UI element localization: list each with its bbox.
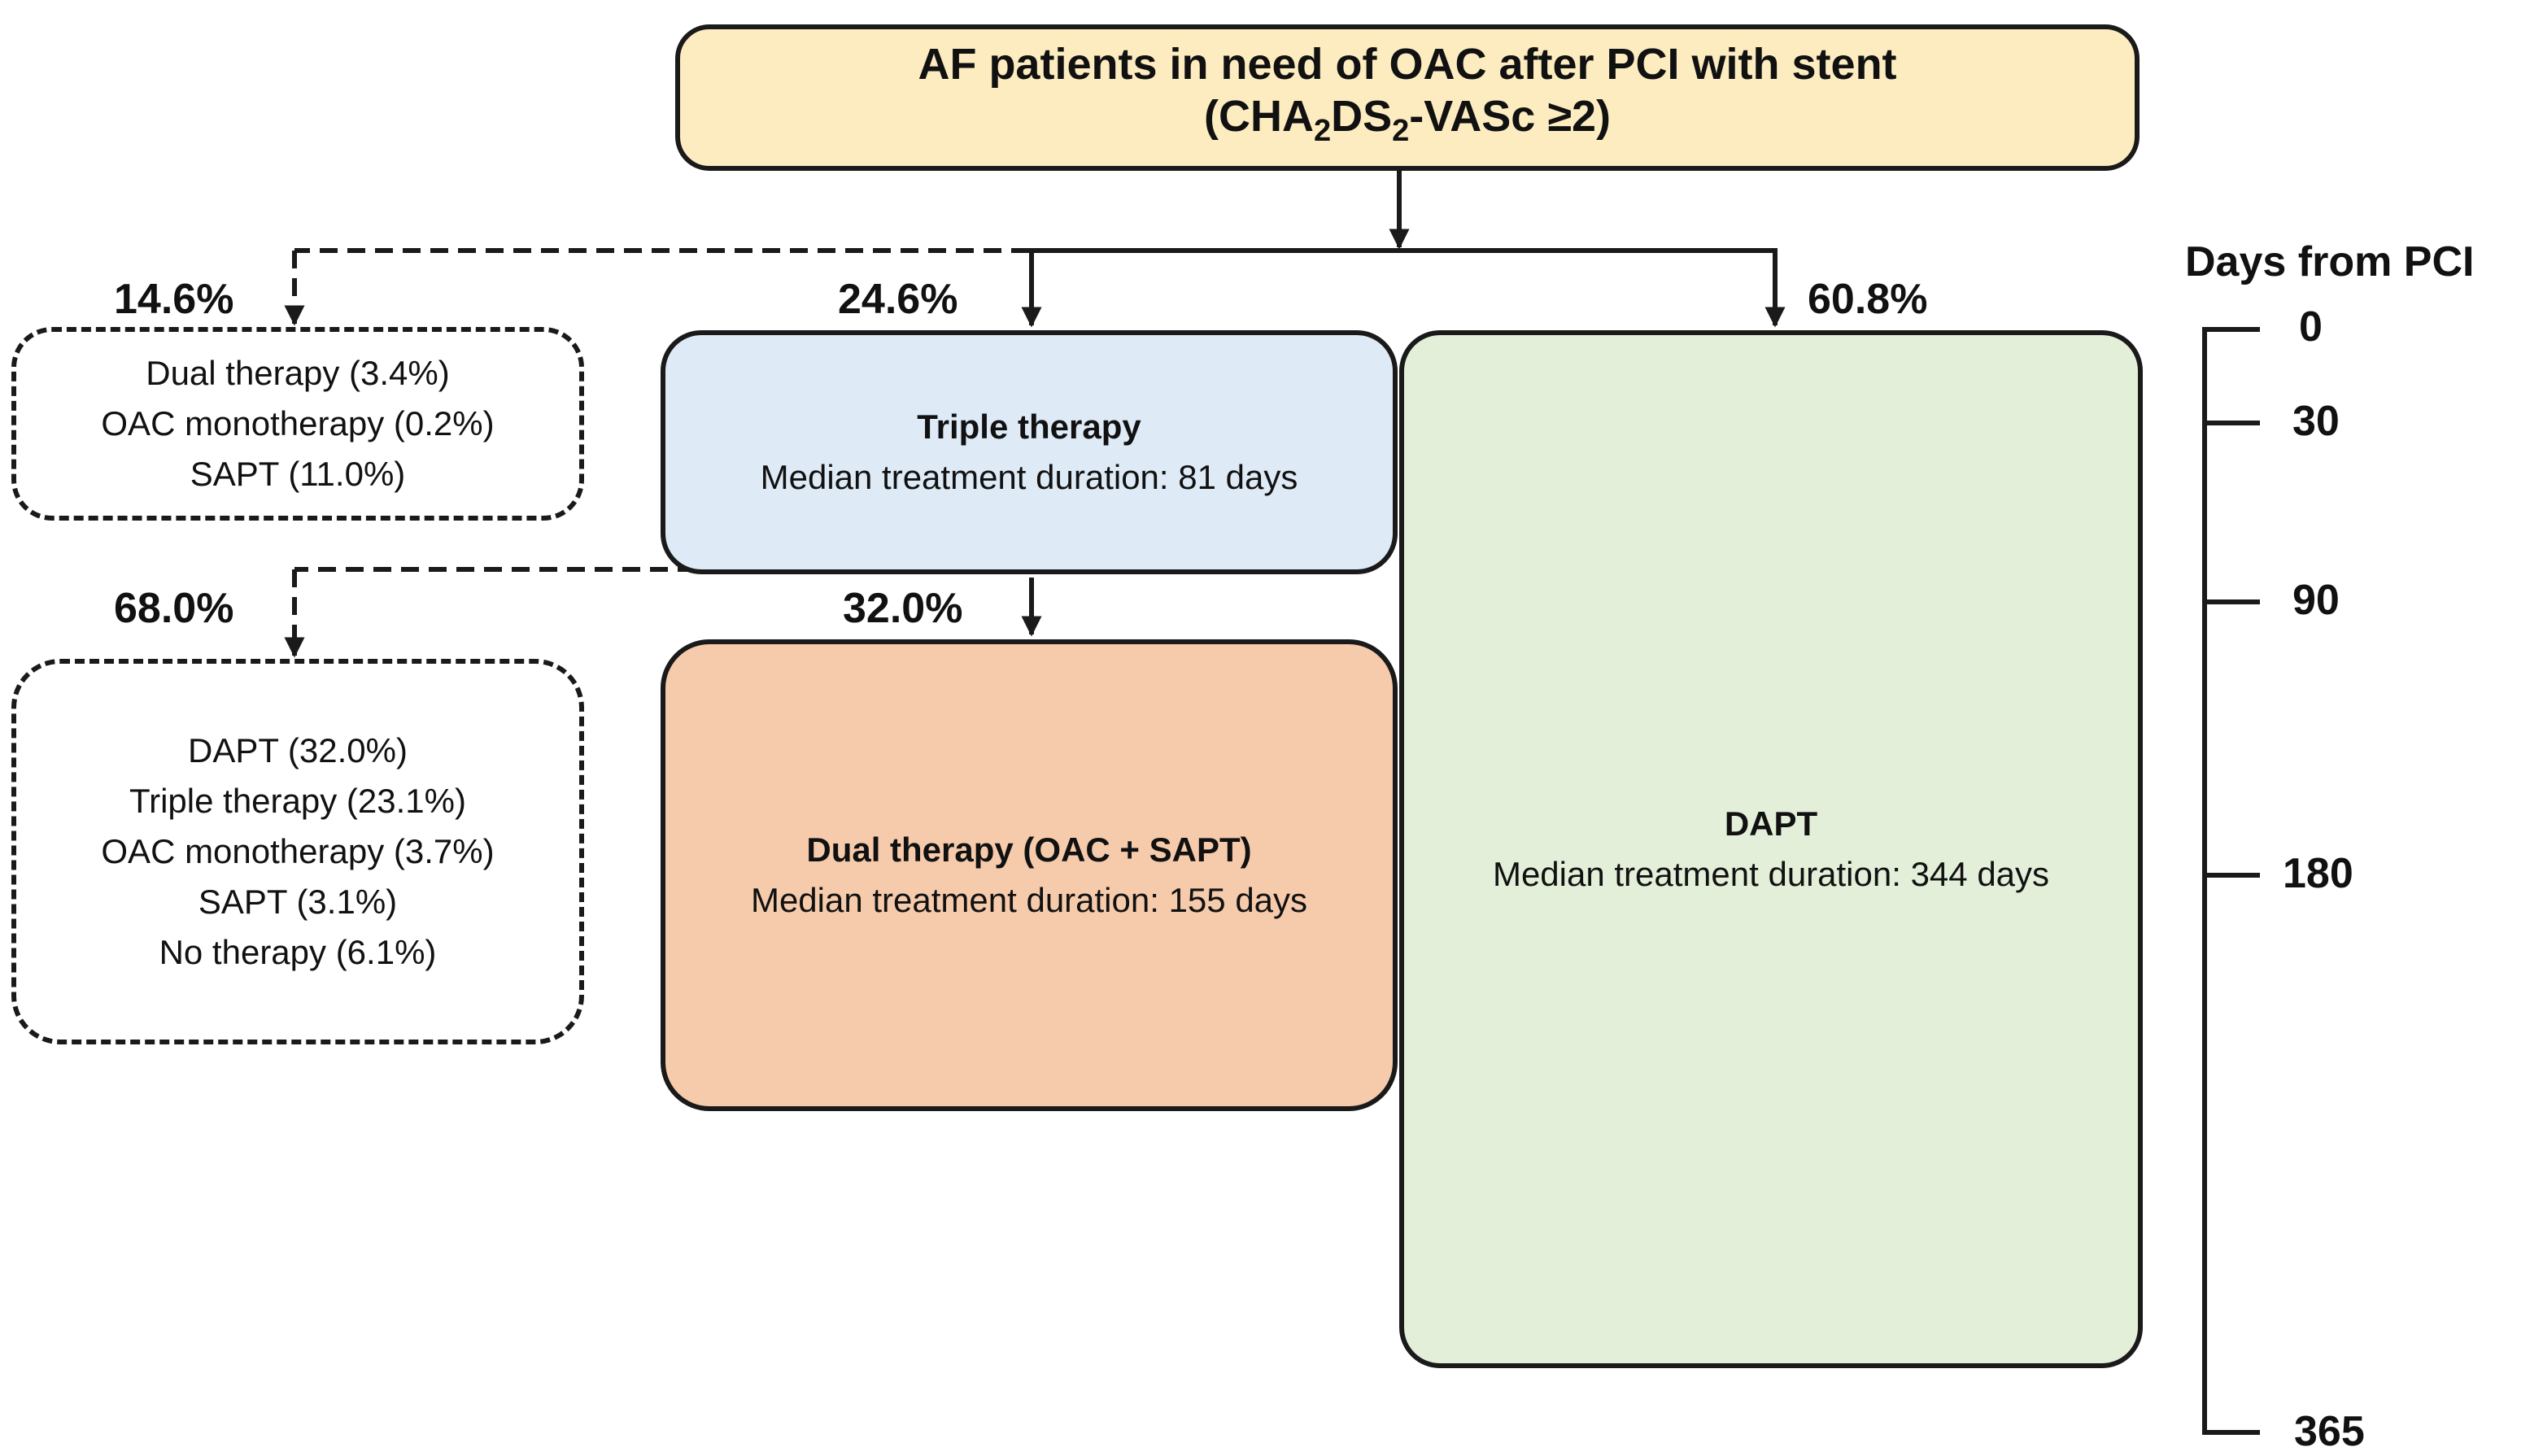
pct-after-triple-dual: 32.0% <box>843 585 963 632</box>
timeline-label-90: 90 <box>2292 577 2340 624</box>
initial-other-item: SAPT (11.0%) <box>190 455 406 493</box>
population-header-box: AF patients in need of OAC after PCI wit… <box>675 24 2140 171</box>
after-triple-item: Triple therapy (23.1%) <box>129 782 466 820</box>
pct-triple: 24.6% <box>838 276 958 323</box>
triple-therapy-box: Triple therapy Median treatment duration… <box>661 330 1398 574</box>
timeline-title: Days from PCI <box>2185 238 2475 286</box>
initial-other-item: OAC monotherapy (0.2%) <box>101 404 495 442</box>
timeline-label-0: 0 <box>2299 303 2323 351</box>
after-triple-item: OAC monotherapy (3.7%) <box>101 832 495 870</box>
after-triple-other-box: DAPT (32.0%) Triple therapy (23.1%) OAC … <box>11 659 584 1044</box>
initial-other-item: Dual therapy (3.4%) <box>146 354 450 392</box>
pct-dapt: 60.8% <box>1808 276 1928 323</box>
dual-therapy-box: Dual therapy (OAC + SAPT) Median treatme… <box>661 639 1398 1111</box>
triple-therapy-title: Triple therapy <box>917 408 1141 446</box>
timeline-label-180: 180 <box>2283 850 2353 897</box>
after-triple-item: SAPT (3.1%) <box>198 883 398 921</box>
dual-therapy-duration: Median treatment duration: 155 days <box>750 881 1308 919</box>
dapt-duration: Median treatment duration: 344 days <box>1492 855 2050 893</box>
cha2ds2-vasc-criterion: (CHA2DS2-VASc ≥2) <box>1204 92 1611 148</box>
dapt-box: DAPT Median treatment duration: 344 days <box>1399 330 2143 1368</box>
population-title: AF patients in need of OAC after PCI wit… <box>918 40 1897 89</box>
pct-after-triple-other: 68.0% <box>114 585 234 632</box>
timeline-label-365: 365 <box>2294 1408 2365 1455</box>
triple-therapy-duration: Median treatment duration: 81 days <box>760 458 1298 496</box>
dapt-title: DAPT <box>1724 804 1818 843</box>
dual-therapy-title: Dual therapy (OAC + SAPT) <box>806 830 1252 869</box>
pct-other-initial: 14.6% <box>114 276 234 323</box>
timeline-label-30: 30 <box>2292 398 2340 445</box>
after-triple-item: No therapy (6.1%) <box>159 933 437 971</box>
initial-other-therapies-box: Dual therapy (3.4%) OAC monotherapy (0.2… <box>11 327 584 521</box>
after-triple-item: DAPT (32.0%) <box>188 731 408 769</box>
